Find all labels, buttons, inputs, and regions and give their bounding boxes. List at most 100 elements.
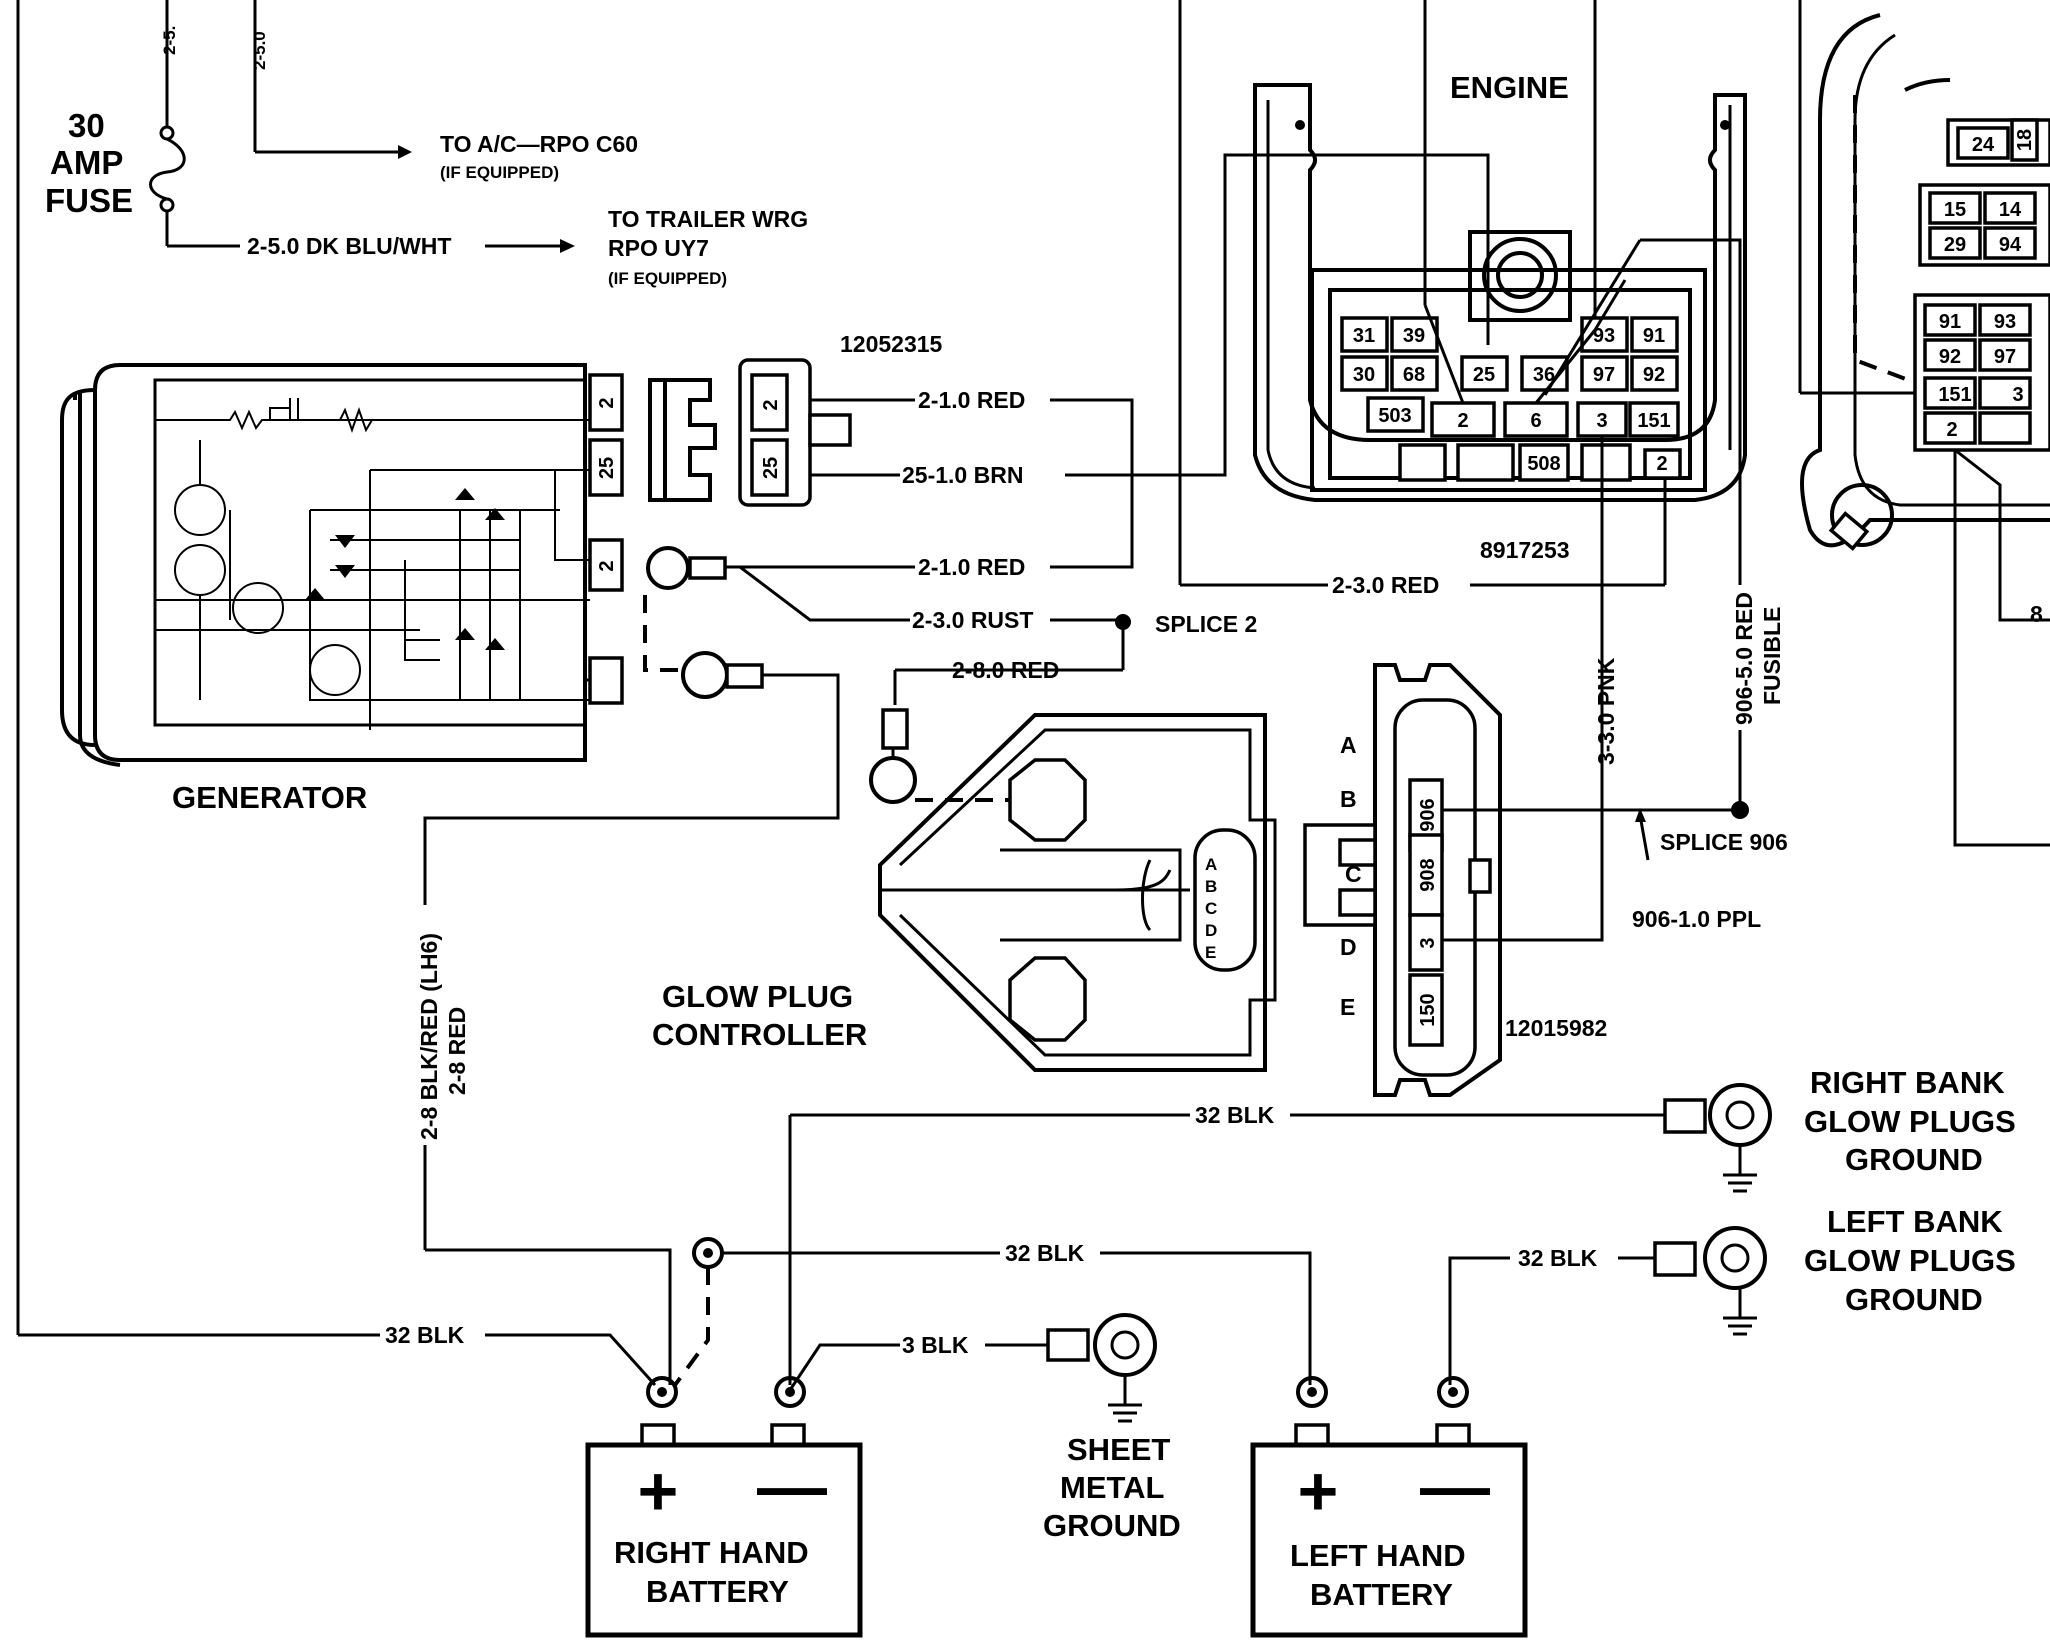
rmod-pin-8: 8: [2030, 601, 2043, 627]
engine-pin-97: 97: [1593, 364, 1615, 386]
gpc-conn-letter-c: C: [1345, 861, 1362, 887]
rmod-pin-14: 14: [1999, 199, 2022, 221]
ac-note-2: (IF EQUIPPED): [440, 163, 559, 182]
left-bank-label-2: GLOW PLUGS: [1804, 1243, 2016, 1278]
red-906-label-b: FUSIBLE: [1759, 607, 1785, 705]
rmod-pin-92: 92: [1939, 346, 1961, 368]
left-bank-label-1: LEFT BANK: [1827, 1204, 2003, 1239]
rmod-pin-15: 15: [1944, 199, 1966, 221]
pnk-label: 3-3.0 PNK: [1593, 657, 1619, 765]
gpc-conn-pin-3: 3: [1417, 937, 1439, 948]
fuse-label-3: FUSE: [45, 182, 133, 219]
generator-connector: 2 25 12052315: [648, 331, 943, 507]
gpc-letter-e: E: [1205, 943, 1216, 962]
gen-batt-label-a: 2-8 BLK/RED (LH6): [416, 933, 442, 1140]
engine-part: 8917253: [1480, 537, 1570, 563]
red-2-8-label: 2-8.0 RED: [952, 657, 1059, 683]
engine-pin-30: 30: [1353, 364, 1375, 386]
rmod-pin-24: 24: [1972, 134, 1995, 156]
fuse-label-2: AMP: [50, 144, 123, 181]
gpc-letter-c: C: [1205, 899, 1217, 918]
gpc-connector: 906 908 3 150 A B C D E 12015982: [1303, 663, 1607, 1097]
gpc-conn-letter-b: B: [1340, 786, 1357, 812]
gen-conn-pin-25: 25: [760, 457, 782, 479]
fuse-wire-a-label: 2-5.: [160, 26, 179, 55]
engine-pins: 31 39 93 91 30 68 25 36 97 92 503 2 6 3 …: [1340, 316, 1682, 482]
engine-pin-2b: 2: [1656, 453, 1667, 475]
gpc-letter-b: B: [1205, 877, 1217, 896]
engine-pin-36: 36: [1533, 364, 1555, 386]
trailer-note-1: TO TRAILER WRG: [608, 206, 808, 232]
rmod-pin-18: 18: [2014, 129, 2036, 151]
fuse-area: 2-5. 2-5.0 30 AMP FUSE 2-5.0 DK BLU/WHT …: [16, 0, 808, 1335]
trailer-note-3: (IF EQUIPPED): [608, 269, 727, 288]
engine-pin-92: 92: [1643, 364, 1665, 386]
fuse-label-1: 30: [68, 107, 105, 144]
engine-pin-93: 93: [1593, 325, 1615, 347]
right-battery-label-1: RIGHT HAND: [614, 1535, 809, 1570]
trailer-note-2: RPO UY7: [608, 235, 709, 261]
left-battery-plus: +: [1298, 1452, 1339, 1530]
sheet-metal-label-1: SHEET: [1067, 1432, 1170, 1467]
splice2-label: SPLICE 2: [1155, 611, 1257, 637]
sheet-metal-label-3: GROUND: [1043, 1508, 1181, 1543]
right-bank-label-3: GROUND: [1845, 1142, 1983, 1177]
rmod-pin-2: 2: [1946, 419, 1957, 441]
engine-pin-6: 6: [1530, 410, 1541, 432]
engine-pin-503: 503: [1378, 405, 1411, 427]
right-battery-plus: +: [638, 1452, 679, 1530]
gpc-letter-d: D: [1205, 921, 1217, 940]
fuse-symbol: [149, 90, 186, 246]
rmod-pin-91: 91: [1939, 311, 1961, 333]
blk32-label-b: 32 BLK: [1195, 1102, 1275, 1128]
engine-pin-508: 508: [1527, 453, 1560, 475]
left-hand-battery: + — LEFT HAND BATTERY: [1250, 1423, 1528, 1638]
right-battery-label-2: BATTERY: [646, 1574, 789, 1609]
gpc-label-1: GLOW PLUG: [662, 979, 853, 1014]
rmod-pin-29: 29: [1944, 234, 1966, 256]
gen-pin-2b: 2: [596, 560, 618, 571]
fuse-wire-b-label: 2-5.0: [250, 31, 269, 70]
gpc-conn-letter-d: D: [1340, 934, 1357, 960]
generator: 2 25 2: [60, 363, 624, 767]
gpc-conn-letter-e: E: [1340, 994, 1355, 1020]
ac-note-1: TO A/C—RPO C60: [440, 131, 638, 157]
generator-wires: 2-1.0 RED 25-1.0 BRN 2-1.0 RED 2-3.0 RUS…: [423, 153, 1490, 905]
fuse-out-wire-label: 2-5.0 DK BLU/WHT: [247, 233, 451, 259]
left-battery-minus: —: [1420, 1447, 1490, 1525]
right-battery-minus: —: [757, 1447, 827, 1525]
engine-pin-68: 68: [1403, 364, 1425, 386]
left-battery-label-2: BATTERY: [1310, 1577, 1453, 1612]
rmod-pin-3: 3: [2012, 384, 2023, 406]
sheet-metal-label-2: METAL: [1060, 1470, 1164, 1505]
brn-25-label: 25-1.0 BRN: [902, 462, 1023, 488]
gpc-conn-pin-150: 150: [1417, 993, 1439, 1026]
gen-pin-25: 25: [596, 457, 618, 479]
left-bank-label-3: GROUND: [1845, 1282, 1983, 1317]
engine-pin-151: 151: [1637, 410, 1670, 432]
ground-wires: 32 BLK 32 BLK 32 BLK 32 BLK 3 BLK: [18, 1083, 1772, 1423]
engine-module: 31 39 93 91 30 68 25 36 97 92 503 2 6 3 …: [1178, 0, 1788, 942]
glow-plug-controller: 2-8.0 RED A B C D E: [869, 657, 1277, 1072]
right-hand-battery: + — RIGHT HAND BATTERY: [585, 1423, 863, 1638]
rmod-pin-97: 97: [1994, 346, 2016, 368]
gen-batt-label-b: 2-8 RED: [444, 1007, 470, 1095]
red-2-3-label: 2-3.0 RED: [1332, 572, 1439, 598]
blk32-label-c: 32 BLK: [1005, 1240, 1085, 1266]
engine-pin-25: 25: [1473, 364, 1495, 386]
rmod-pin-93: 93: [1994, 311, 2016, 333]
right-bank-label-1: RIGHT BANK: [1810, 1065, 2005, 1100]
ppl-label: 906-1.0 PPL: [1632, 906, 1761, 932]
red-2-1-label: 2-1.0 RED: [918, 387, 1025, 413]
rust-label: 2-3.0 RUST: [912, 607, 1033, 633]
gen-battery-wire: 2-8 BLK/RED (LH6) 2-8 RED: [416, 818, 672, 1385]
engine-pin-2: 2: [1457, 410, 1468, 432]
left-battery-label-1: LEFT HAND: [1290, 1538, 1466, 1573]
rmod-pin-94: 94: [1999, 234, 2022, 256]
red-2-1b-label: 2-1.0 RED: [918, 554, 1025, 580]
gpc-conn-pin-906: 906: [1417, 798, 1439, 831]
rmod-pin-151: 151: [1938, 384, 1971, 406]
gen-connector-part: 12052315: [840, 331, 943, 357]
engine-pin-39: 39: [1403, 325, 1425, 347]
